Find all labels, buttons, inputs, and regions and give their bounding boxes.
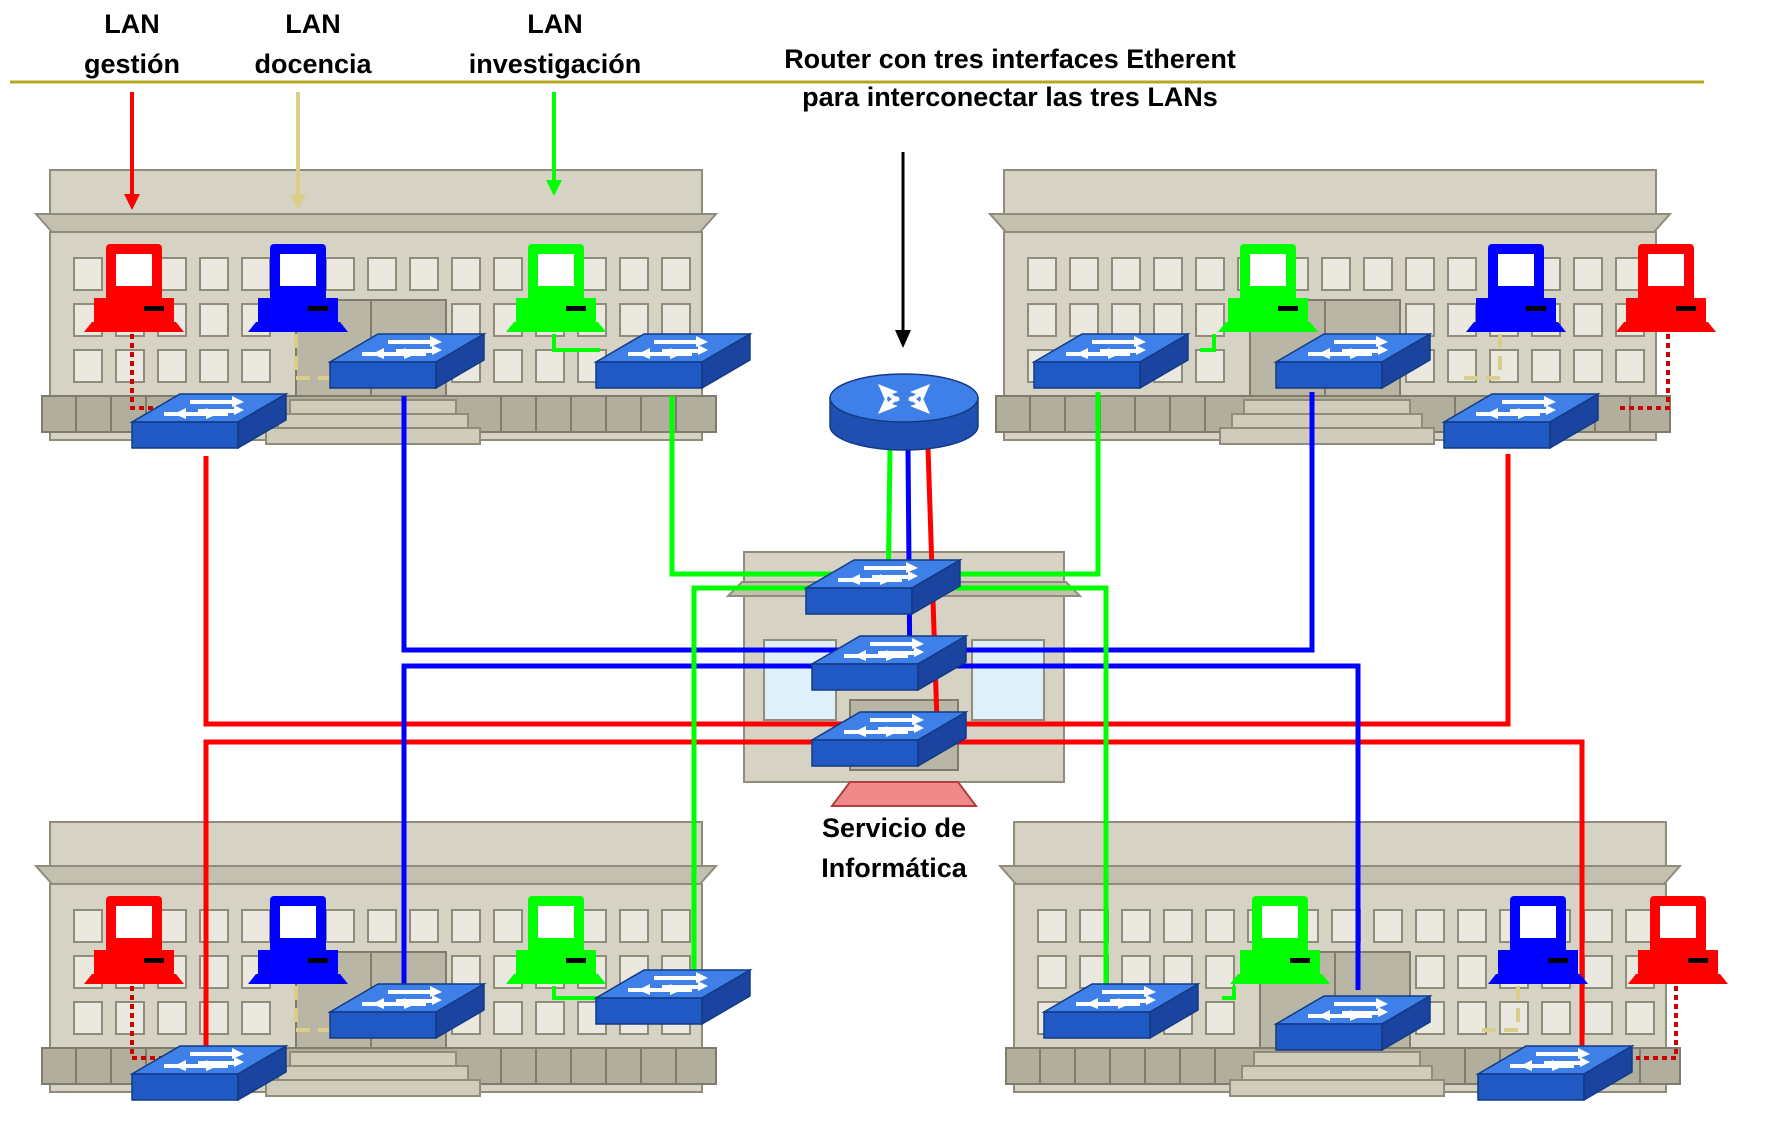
lan-docencia-arrow bbox=[290, 92, 306, 210]
lan-docencia-label-line1: LAN bbox=[285, 9, 341, 39]
lan-investigacion-label-line1: LAN bbox=[527, 9, 583, 39]
pc-drop-links-investigacion bbox=[552, 334, 1236, 1000]
servicio-label-line2: Informática bbox=[821, 853, 967, 883]
router-icon bbox=[829, 373, 979, 451]
router-arrow bbox=[895, 152, 911, 348]
lan-gestion-label: LAN gestión bbox=[70, 4, 194, 84]
servicio-label-line1: Servicio de bbox=[821, 813, 967, 843]
lan-docencia-label-line2: docencia bbox=[254, 49, 372, 79]
router-caption-line2: para interconectar las tres LANs bbox=[802, 82, 1218, 112]
lan-investigacion-label: LAN investigación bbox=[448, 4, 662, 84]
lan-investigacion-arrow bbox=[546, 92, 562, 196]
lan-investigacion-label-line2: investigación bbox=[468, 49, 642, 79]
pc-drop-links-docencia bbox=[294, 334, 1520, 1032]
pc-drop-links bbox=[130, 334, 1678, 1060]
servicio-informatica-label: Servicio de Informática bbox=[806, 808, 982, 888]
lan-gestion-label-line2: gestión bbox=[83, 49, 180, 79]
router-caption: Router con tres interfaces Etherent para… bbox=[700, 40, 1320, 116]
lan-gestion-label-line1: LAN bbox=[104, 9, 160, 39]
lan-docencia-label: LAN docencia bbox=[240, 4, 386, 84]
lan-gestion-arrow bbox=[124, 92, 140, 210]
router-caption-line1: Router con tres interfaces Etherent bbox=[784, 44, 1236, 74]
